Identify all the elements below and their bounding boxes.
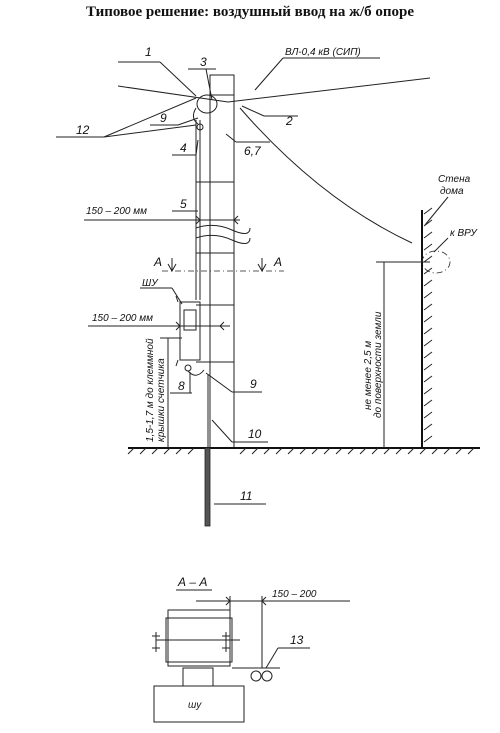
service-drop-cable (239, 107, 413, 244)
section-bolt-left (152, 632, 160, 652)
callout-3-leader (205, 68, 213, 101)
callout-12-leader-a (103, 97, 197, 138)
meter-cabinet-inner (183, 309, 197, 331)
vru-leader (433, 237, 449, 253)
vru-label: к ВРУ (450, 228, 478, 239)
dim-section-label: 150 – 200 (272, 589, 317, 600)
callout-2-leader (241, 105, 265, 117)
clearance-line1: не менее 2,5 м (363, 341, 374, 410)
pole-break-lower (195, 234, 251, 244)
dim-spacing-upper-arrows (195, 215, 239, 225)
conductor-circle-2 (261, 670, 273, 682)
callout-12: 12 (76, 123, 90, 137)
dim-section-arrows (225, 596, 267, 606)
callout-12-leader-b (103, 124, 197, 138)
section-mount-post (182, 667, 214, 687)
callout-9-lower: 9 (250, 377, 257, 391)
insulator-node (196, 123, 204, 131)
cabinet-label: ШУ (142, 278, 159, 289)
cabinet-outlet (184, 364, 192, 372)
callout-9-upper-leader (177, 117, 199, 126)
callout-11: 11 (240, 489, 252, 503)
ground-hatch (127, 447, 475, 455)
callout-4: 4 (180, 141, 187, 155)
callout-9-upper: 9 (160, 111, 167, 125)
meter-cabinet (179, 301, 201, 361)
wall-label-leader (424, 196, 449, 226)
callout-67: 6,7 (244, 144, 262, 158)
anchor-clamp-loop (196, 94, 218, 114)
callout-5: 5 (180, 197, 187, 211)
cabinet-label-pointer (171, 287, 183, 305)
section-pole (167, 609, 231, 667)
callout-2: 2 (285, 114, 293, 128)
callout-67-leader (225, 133, 237, 143)
section-title: А – А (177, 575, 207, 589)
section-bolt-right (222, 632, 230, 652)
dim-spacing-lower-arrows (175, 321, 225, 331)
section-letter-right: А (273, 255, 282, 269)
cabinet-bracket (175, 295, 179, 367)
callout-4-leader (195, 139, 199, 156)
section-letter-left: А (153, 255, 162, 269)
callout-1: 1 (145, 45, 152, 59)
section-cabinet (153, 685, 245, 723)
dim-spacing-lower: 150 – 200 мм (92, 313, 153, 324)
branch-loop (192, 107, 199, 125)
callout-10-leader (211, 419, 233, 443)
overhead-line-right (227, 77, 431, 103)
callout-13: 13 (290, 633, 304, 647)
clearance-line2: до поверхности земли (373, 311, 384, 418)
section-arrow-left (167, 258, 177, 273)
wall-label-line1: Стена (438, 174, 471, 185)
pole-break-upper (195, 224, 251, 234)
callout-3: 3 (200, 55, 207, 69)
pole-top (209, 74, 235, 96)
callout-8: 8 (178, 379, 185, 393)
callout-1-leader (159, 61, 197, 97)
conductor-circle-1 (250, 670, 262, 682)
page-title: Типовое решение: воздушный ввод на ж/б о… (85, 4, 415, 20)
callout-10: 10 (248, 427, 262, 441)
wall-hatch (423, 207, 433, 443)
callout-13-leader (265, 647, 279, 669)
section-arrow-right (257, 258, 267, 273)
dim-spacing-upper: 150 – 200 мм (86, 206, 147, 217)
wall-label-line2: дома (440, 186, 464, 197)
callout-9-lower-leader (205, 372, 233, 393)
section-cabinet-label: шу (188, 700, 202, 711)
meter-height-line2: крышки счетчика (156, 358, 167, 442)
cabinet-cable-loop (187, 369, 205, 376)
ground-electrode (204, 447, 211, 527)
meter-height-line1: 1,5-1,7 м до клеммной (145, 338, 156, 442)
line-label-pointer (254, 57, 284, 91)
line-label: ВЛ-0,4 кВ (СИП) (285, 47, 361, 58)
